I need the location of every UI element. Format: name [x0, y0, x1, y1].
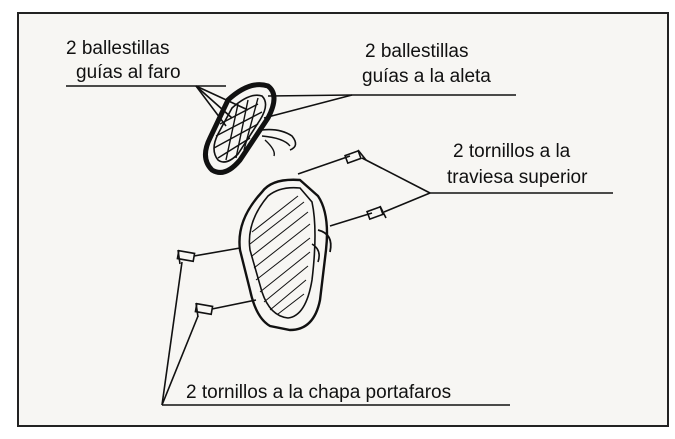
label-guides-headlight-line2: guías al faro: [76, 62, 181, 83]
label-screws-crossmember-line1: 2 tornillos a la: [453, 141, 571, 162]
label-guides-fender-line1: 2 ballestillas: [365, 41, 469, 62]
screw-left-1: [176, 249, 196, 265]
screw-top-2: [366, 205, 387, 221]
screws: [176, 149, 387, 318]
label-guides-headlight-line1: 2 ballestillas: [66, 38, 170, 59]
leader-lines-guides-headlight: [195, 85, 249, 127]
leader-lines-guides-fender: [263, 94, 353, 119]
label-screws-crossmember-line2: traviesa superior: [447, 167, 588, 188]
label-guides-fender-line2: guías a la aleta: [362, 66, 491, 87]
leader-lines-screws-crossmember: [297, 155, 431, 227]
screw-left-2: [194, 302, 214, 318]
screw-top-1: [344, 149, 367, 165]
leader-lines-screws-panel: [161, 247, 257, 406]
headlight-unit-drawing: [238, 178, 332, 332]
label-underlines: [66, 85, 613, 406]
label-screws-panel: 2 tornillos a la chapa portafaros: [186, 382, 451, 403]
headlight-ring-drawing: [203, 82, 297, 175]
diagram-frame: [17, 12, 669, 427]
